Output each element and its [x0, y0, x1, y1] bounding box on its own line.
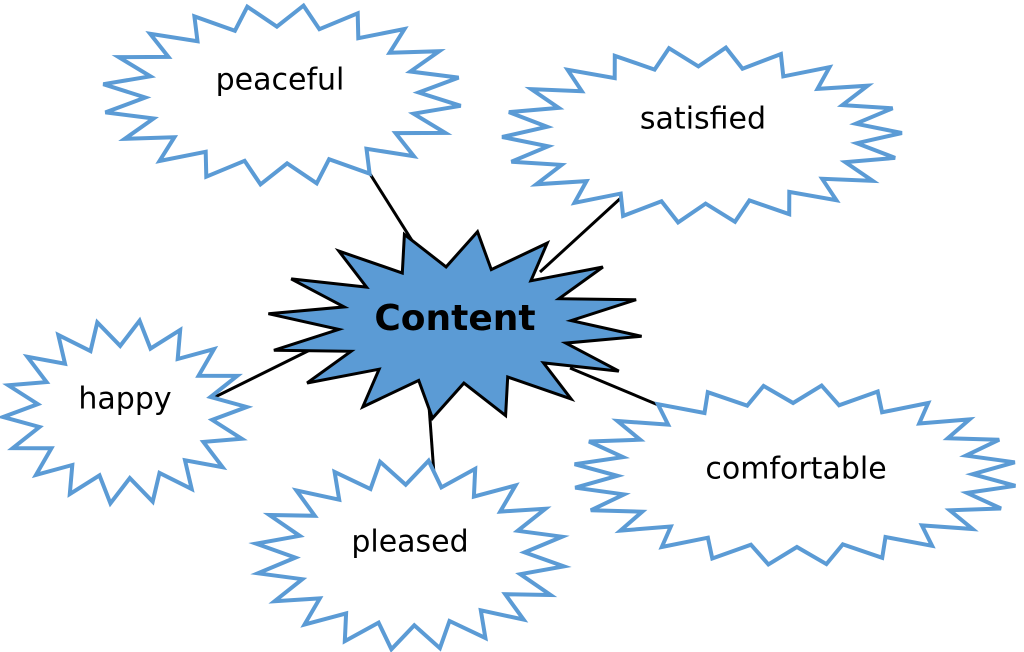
burst-happy: happy [0, 316, 254, 508]
burst-shape-pleased [248, 457, 572, 652]
word-label-happy: happy [78, 382, 171, 417]
burst-comfortable: comfortable [574, 383, 1016, 567]
connector-happy [214, 343, 321, 399]
word-label-comfortable: comfortable [705, 452, 886, 487]
burst-shape-peaceful [102, 2, 462, 188]
burst-pleased: pleased [248, 457, 572, 652]
word-label-satisfied: satisfied [640, 102, 766, 137]
word-label-pleased: pleased [351, 525, 468, 560]
burst-shape-satisfied [501, 44, 903, 226]
burst-satisfied: satisfied [501, 44, 903, 226]
center-burst-shape [268, 228, 642, 422]
connector-satisfied [538, 194, 625, 274]
burst-shape-happy [0, 316, 254, 508]
center-label: Content [374, 298, 535, 339]
word-label-peaceful: peaceful [216, 63, 345, 98]
burst-shape-comfortable [574, 383, 1016, 567]
center-node: Content [268, 228, 642, 422]
burst-peaceful: peaceful [102, 2, 462, 188]
